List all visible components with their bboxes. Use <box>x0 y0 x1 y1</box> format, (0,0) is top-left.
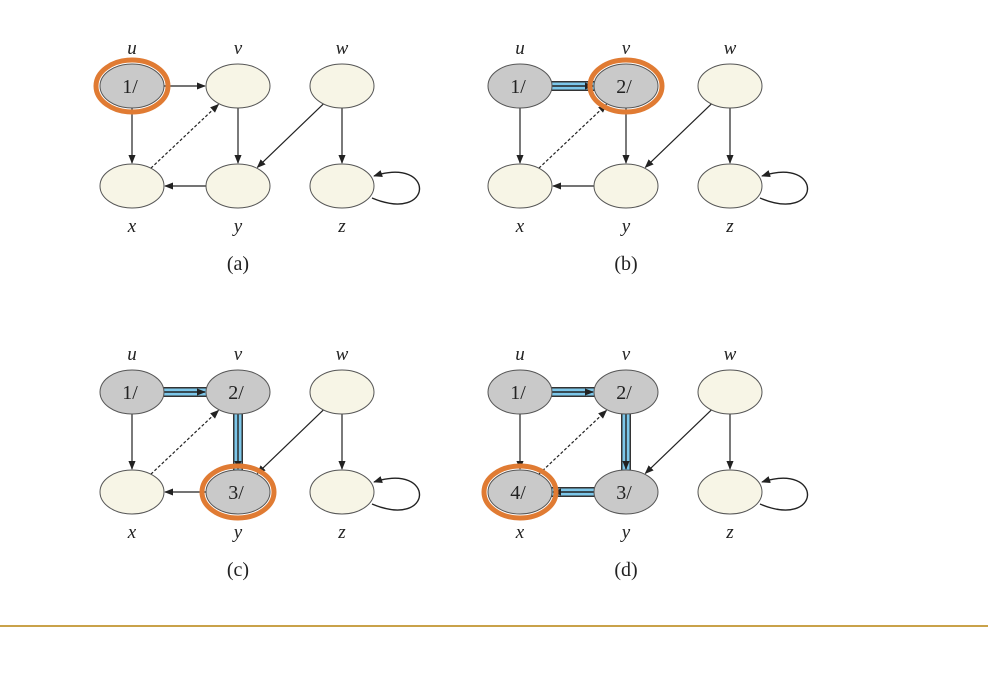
vertex-label-u: u <box>515 38 525 59</box>
current-vertex-ring-v <box>587 57 665 115</box>
panel-b: 1/u 2/v w x y z (b) <box>487 38 809 275</box>
panel-caption-a: (a) <box>227 253 249 275</box>
footer-rule <box>0 625 988 627</box>
edge-self-loop-z <box>759 476 809 511</box>
panel-caption-b: (b) <box>614 253 637 275</box>
vertex-time-u: 1/ <box>510 382 526 404</box>
vertex-z <box>697 163 763 209</box>
vertex-label-v: v <box>622 38 631 59</box>
edge-w-y <box>644 103 712 169</box>
vertex-v <box>205 63 271 109</box>
vertex-label-u: u <box>127 38 137 59</box>
vertex-time-u: 1/ <box>122 382 138 404</box>
vertex-y <box>205 163 271 209</box>
vertex-label-x: x <box>127 522 137 543</box>
vertex-v <box>205 369 271 415</box>
vertex-x <box>487 163 553 209</box>
vertex-label-w: w <box>336 38 349 59</box>
vertex-label-y: y <box>620 216 631 237</box>
vertex-time-y: 3/ <box>616 482 632 504</box>
edge-x-v <box>538 409 608 475</box>
vertex-x <box>487 469 553 515</box>
current-vertex-ring-u <box>93 57 171 115</box>
vertex-label-w: w <box>724 344 737 365</box>
vertex-u <box>487 63 553 109</box>
panel-caption-c: (c) <box>227 559 249 581</box>
vertex-y <box>593 163 659 209</box>
vertex-label-v: v <box>234 38 243 59</box>
current-vertex-ring-y <box>199 463 277 521</box>
vertex-time-u: 1/ <box>510 76 526 98</box>
vertex-time-y: 3/ <box>228 482 244 504</box>
vertex-z <box>309 469 375 515</box>
edge-self-loop-z <box>371 170 421 205</box>
vertex-label-z: z <box>337 216 346 237</box>
edge-w-y <box>256 103 324 169</box>
vertex-u <box>487 369 553 415</box>
vertex-label-u: u <box>127 344 137 365</box>
edge-x-v <box>150 409 220 475</box>
vertex-u <box>99 63 165 109</box>
vertex-y <box>593 469 659 515</box>
vertex-label-u: u <box>515 344 525 365</box>
edge-w-y <box>256 409 324 475</box>
panel-c: 1/u 2/v w x 3/y z (c) <box>99 344 421 581</box>
edge-x-v <box>538 103 608 169</box>
panel-caption-d: (d) <box>614 559 637 581</box>
vertex-label-w: w <box>336 344 349 365</box>
vertex-x <box>99 163 165 209</box>
edge-self-loop-z <box>759 170 809 205</box>
vertex-v <box>593 369 659 415</box>
vertex-x <box>99 469 165 515</box>
vertex-w <box>697 369 763 415</box>
edge-w-y <box>644 409 712 475</box>
current-vertex-ring-x <box>481 463 559 521</box>
vertex-label-z: z <box>725 522 734 543</box>
vertex-time-v: 2/ <box>228 382 244 404</box>
vertex-time-u: 1/ <box>122 76 138 98</box>
vertex-label-x: x <box>515 216 525 237</box>
edge-x-v <box>150 103 220 169</box>
edge-self-loop-z <box>371 476 421 511</box>
vertex-label-z: z <box>337 522 346 543</box>
vertex-label-x: x <box>127 216 137 237</box>
vertex-label-y: y <box>620 522 631 543</box>
vertex-u <box>99 369 165 415</box>
vertex-v <box>593 63 659 109</box>
vertex-label-v: v <box>622 344 631 365</box>
vertex-w <box>697 63 763 109</box>
vertex-label-x: x <box>515 522 525 543</box>
vertex-z <box>309 163 375 209</box>
vertex-label-y: y <box>232 522 243 543</box>
vertex-z <box>697 469 763 515</box>
panel-a: 1/u v w x y z (a) <box>93 38 421 275</box>
vertex-y <box>205 469 271 515</box>
vertex-label-y: y <box>232 216 243 237</box>
panel-d: 1/u 2/v w 4/x 3/y z (d) <box>481 344 809 581</box>
vertex-label-w: w <box>724 38 737 59</box>
vertex-label-v: v <box>234 344 243 365</box>
vertex-w <box>309 63 375 109</box>
vertex-time-v: 2/ <box>616 382 632 404</box>
vertex-w <box>309 369 375 415</box>
vertex-time-v: 2/ <box>616 76 632 98</box>
vertex-label-z: z <box>725 216 734 237</box>
vertex-time-x: 4/ <box>510 482 526 504</box>
